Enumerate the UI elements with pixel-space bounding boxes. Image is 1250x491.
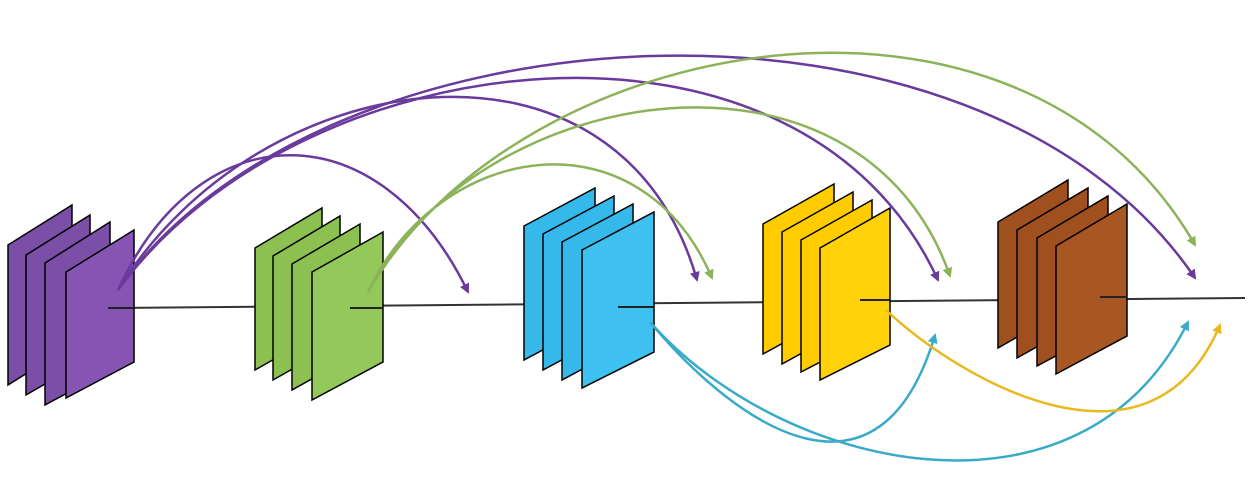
- block-1: [7, 203, 135, 407]
- block-2: [254, 206, 384, 402]
- arrow-b3-to-b5: [649, 321, 938, 443]
- arrows-from-block-4: [885, 309, 1222, 413]
- arrows-from-block-2: [366, 51, 1197, 293]
- arrow-b4-to-out: [885, 309, 1222, 413]
- block-4: [762, 182, 891, 382]
- backbone-segments: [108, 296, 1127, 309]
- arrow-b2-to-out: [366, 51, 1197, 293]
- arrow-b1-to-out: [116, 54, 1197, 291]
- block-3: [523, 186, 655, 390]
- arrow-b1-to-b3: [116, 154, 470, 294]
- arrow-b3-to-out: [649, 320, 1190, 462]
- arrow-b1-to-b5: [116, 76, 940, 291]
- block-5: [997, 178, 1128, 376]
- arrows-from-block-1: [116, 54, 1197, 294]
- arrow-b1-to-b4: [116, 95, 700, 291]
- arrows-from-block-3: [649, 320, 1190, 462]
